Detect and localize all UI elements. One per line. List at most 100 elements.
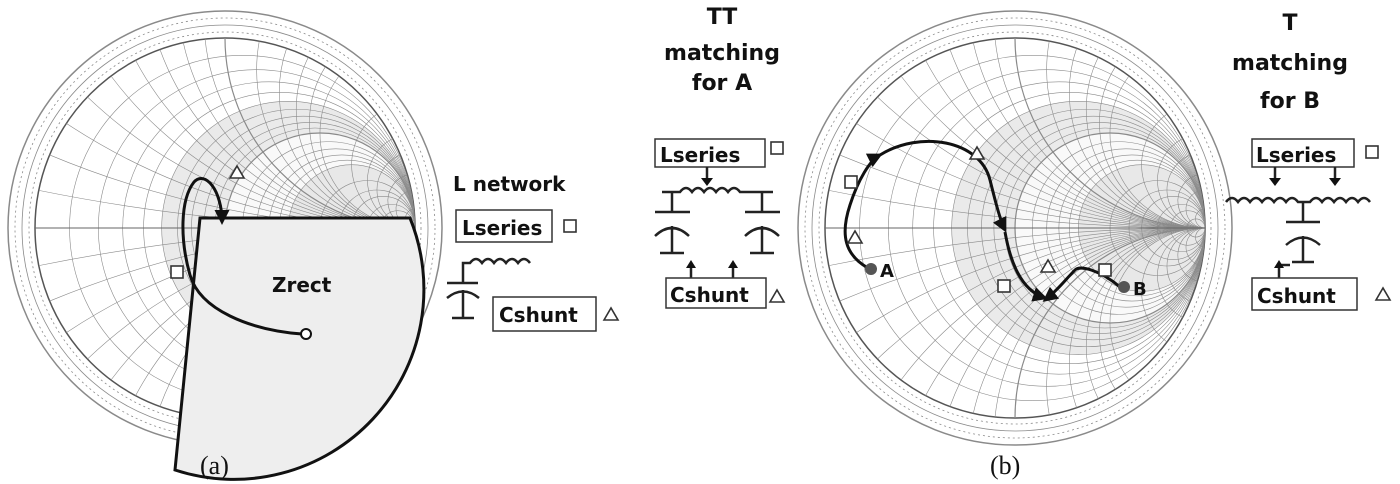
triangle-icon — [768, 288, 786, 303]
caption-a: (a) — [200, 451, 229, 480]
impedance-path-a — [181, 177, 303, 336]
reactance-arc — [1085, 227, 1205, 399]
square-marker — [844, 175, 858, 189]
reactance-arc — [1069, 48, 1205, 229]
reactance-arc — [1069, 227, 1205, 408]
t-inductors — [1225, 196, 1371, 205]
cshunt-label: Cshunt — [499, 303, 578, 327]
pi-lseries-box — [654, 138, 766, 168]
triangle-icon — [1374, 286, 1392, 301]
reactance-arc — [1141, 113, 1205, 229]
point-b-label: B — [1133, 279, 1147, 300]
pi-title-line1: TT — [707, 5, 738, 30]
reactance-arc — [1177, 174, 1205, 229]
arrow-up-icon — [1274, 260, 1284, 268]
t-title-line3: for B — [1260, 89, 1320, 114]
arrow-up-icon — [686, 260, 738, 268]
reactance-arc — [1166, 154, 1205, 229]
square-marker — [997, 279, 1011, 293]
arrow-down-icon — [1269, 178, 1341, 186]
pi-cshunt-box — [665, 277, 767, 309]
grid — [825, 38, 1205, 418]
reactance-arc — [1195, 208, 1205, 229]
reactance-arc — [1185, 190, 1205, 229]
point-b-marker — [1118, 281, 1130, 293]
pi-capacitor-right — [744, 192, 780, 255]
scale-ring — [797, 10, 1233, 446]
pi-cshunt-arrows — [689, 266, 735, 278]
square-marker — [170, 265, 184, 279]
zrect-region — [173, 216, 426, 481]
pi-cshunt-label: Cshunt — [670, 283, 749, 307]
square-icon — [770, 141, 784, 155]
reactance-arc — [949, 227, 1205, 407]
triangle-marker — [1039, 258, 1057, 273]
triangle-marker — [228, 164, 246, 179]
point-a-label: A — [880, 261, 894, 282]
square-marker — [1098, 263, 1112, 277]
reactance-arc — [839, 154, 1205, 229]
triangle-marker — [846, 229, 864, 244]
t-title-line2: matching — [1232, 51, 1348, 76]
reactance-arc — [925, 227, 1205, 396]
reactance-arc — [1014, 227, 1205, 418]
scale-ring — [14, 17, 436, 439]
triangle-icon — [602, 306, 620, 321]
reactance-arc — [1085, 57, 1205, 229]
t-lseries-box — [1251, 138, 1355, 168]
pi-inductor — [662, 186, 773, 195]
reactance-arc — [925, 60, 1205, 229]
point-a-marker — [865, 263, 877, 275]
reactance-arc — [839, 227, 1205, 302]
t-cshunt-label: Cshunt — [1257, 284, 1336, 308]
pi-capacitor-left — [654, 192, 690, 255]
start-point-marker — [300, 328, 312, 340]
reactance-arc — [1177, 227, 1205, 282]
pi-lseries-label: Lseries — [660, 143, 740, 167]
path-top-arc — [879, 139, 1007, 233]
smith-chart-b — [797, 10, 1233, 446]
capacitor-symbol — [446, 281, 480, 320]
scale-ring — [818, 31, 1212, 425]
caption-b: (b) — [990, 451, 1020, 480]
square-icon — [563, 219, 577, 233]
scale-ring — [28, 31, 422, 425]
inductor-symbol — [461, 257, 531, 282]
reactance-arc — [1185, 227, 1205, 266]
lseries-box — [455, 209, 553, 243]
reactance-arc — [877, 227, 1205, 360]
cshunt-box — [492, 296, 597, 332]
reactance-arc — [856, 227, 1205, 333]
reactance-arc — [1157, 138, 1205, 229]
arrow-down-icon — [701, 178, 713, 186]
scale-ring — [804, 17, 1226, 439]
reactance-arc — [949, 49, 1205, 229]
reactance-arc — [973, 227, 1205, 414]
pi-title-line2: matching — [664, 41, 780, 66]
reactance-arc — [1046, 227, 1205, 415]
scale-ring — [811, 24, 1219, 432]
reactance-arc — [1046, 41, 1205, 229]
t-title-line1: T — [1282, 11, 1297, 36]
reactance-arc — [1109, 75, 1205, 229]
t-lseries-arrows — [1273, 167, 1337, 180]
lseries-label: Lseries — [462, 216, 542, 240]
t-cshunt-box — [1251, 277, 1358, 311]
reactance-arc — [1157, 227, 1205, 318]
reactance-arc — [877, 96, 1205, 229]
zrect-label: Zrect — [272, 273, 332, 297]
square-icon — [1365, 145, 1379, 159]
t-capacitor — [1285, 202, 1321, 264]
reactance-arc — [1195, 227, 1205, 248]
reactance-arc — [900, 227, 1205, 381]
t-lseries-label: Lseries — [1256, 143, 1336, 167]
l-network-title: L network — [453, 172, 566, 196]
reactance-arc — [1014, 38, 1205, 229]
path-a-to-center — [843, 153, 883, 270]
reactance-arc — [1109, 227, 1205, 381]
triangle-marker — [968, 145, 986, 160]
reactance-arc — [1141, 227, 1205, 343]
path-center-down — [1003, 231, 1048, 302]
reactance-arc — [973, 42, 1205, 229]
